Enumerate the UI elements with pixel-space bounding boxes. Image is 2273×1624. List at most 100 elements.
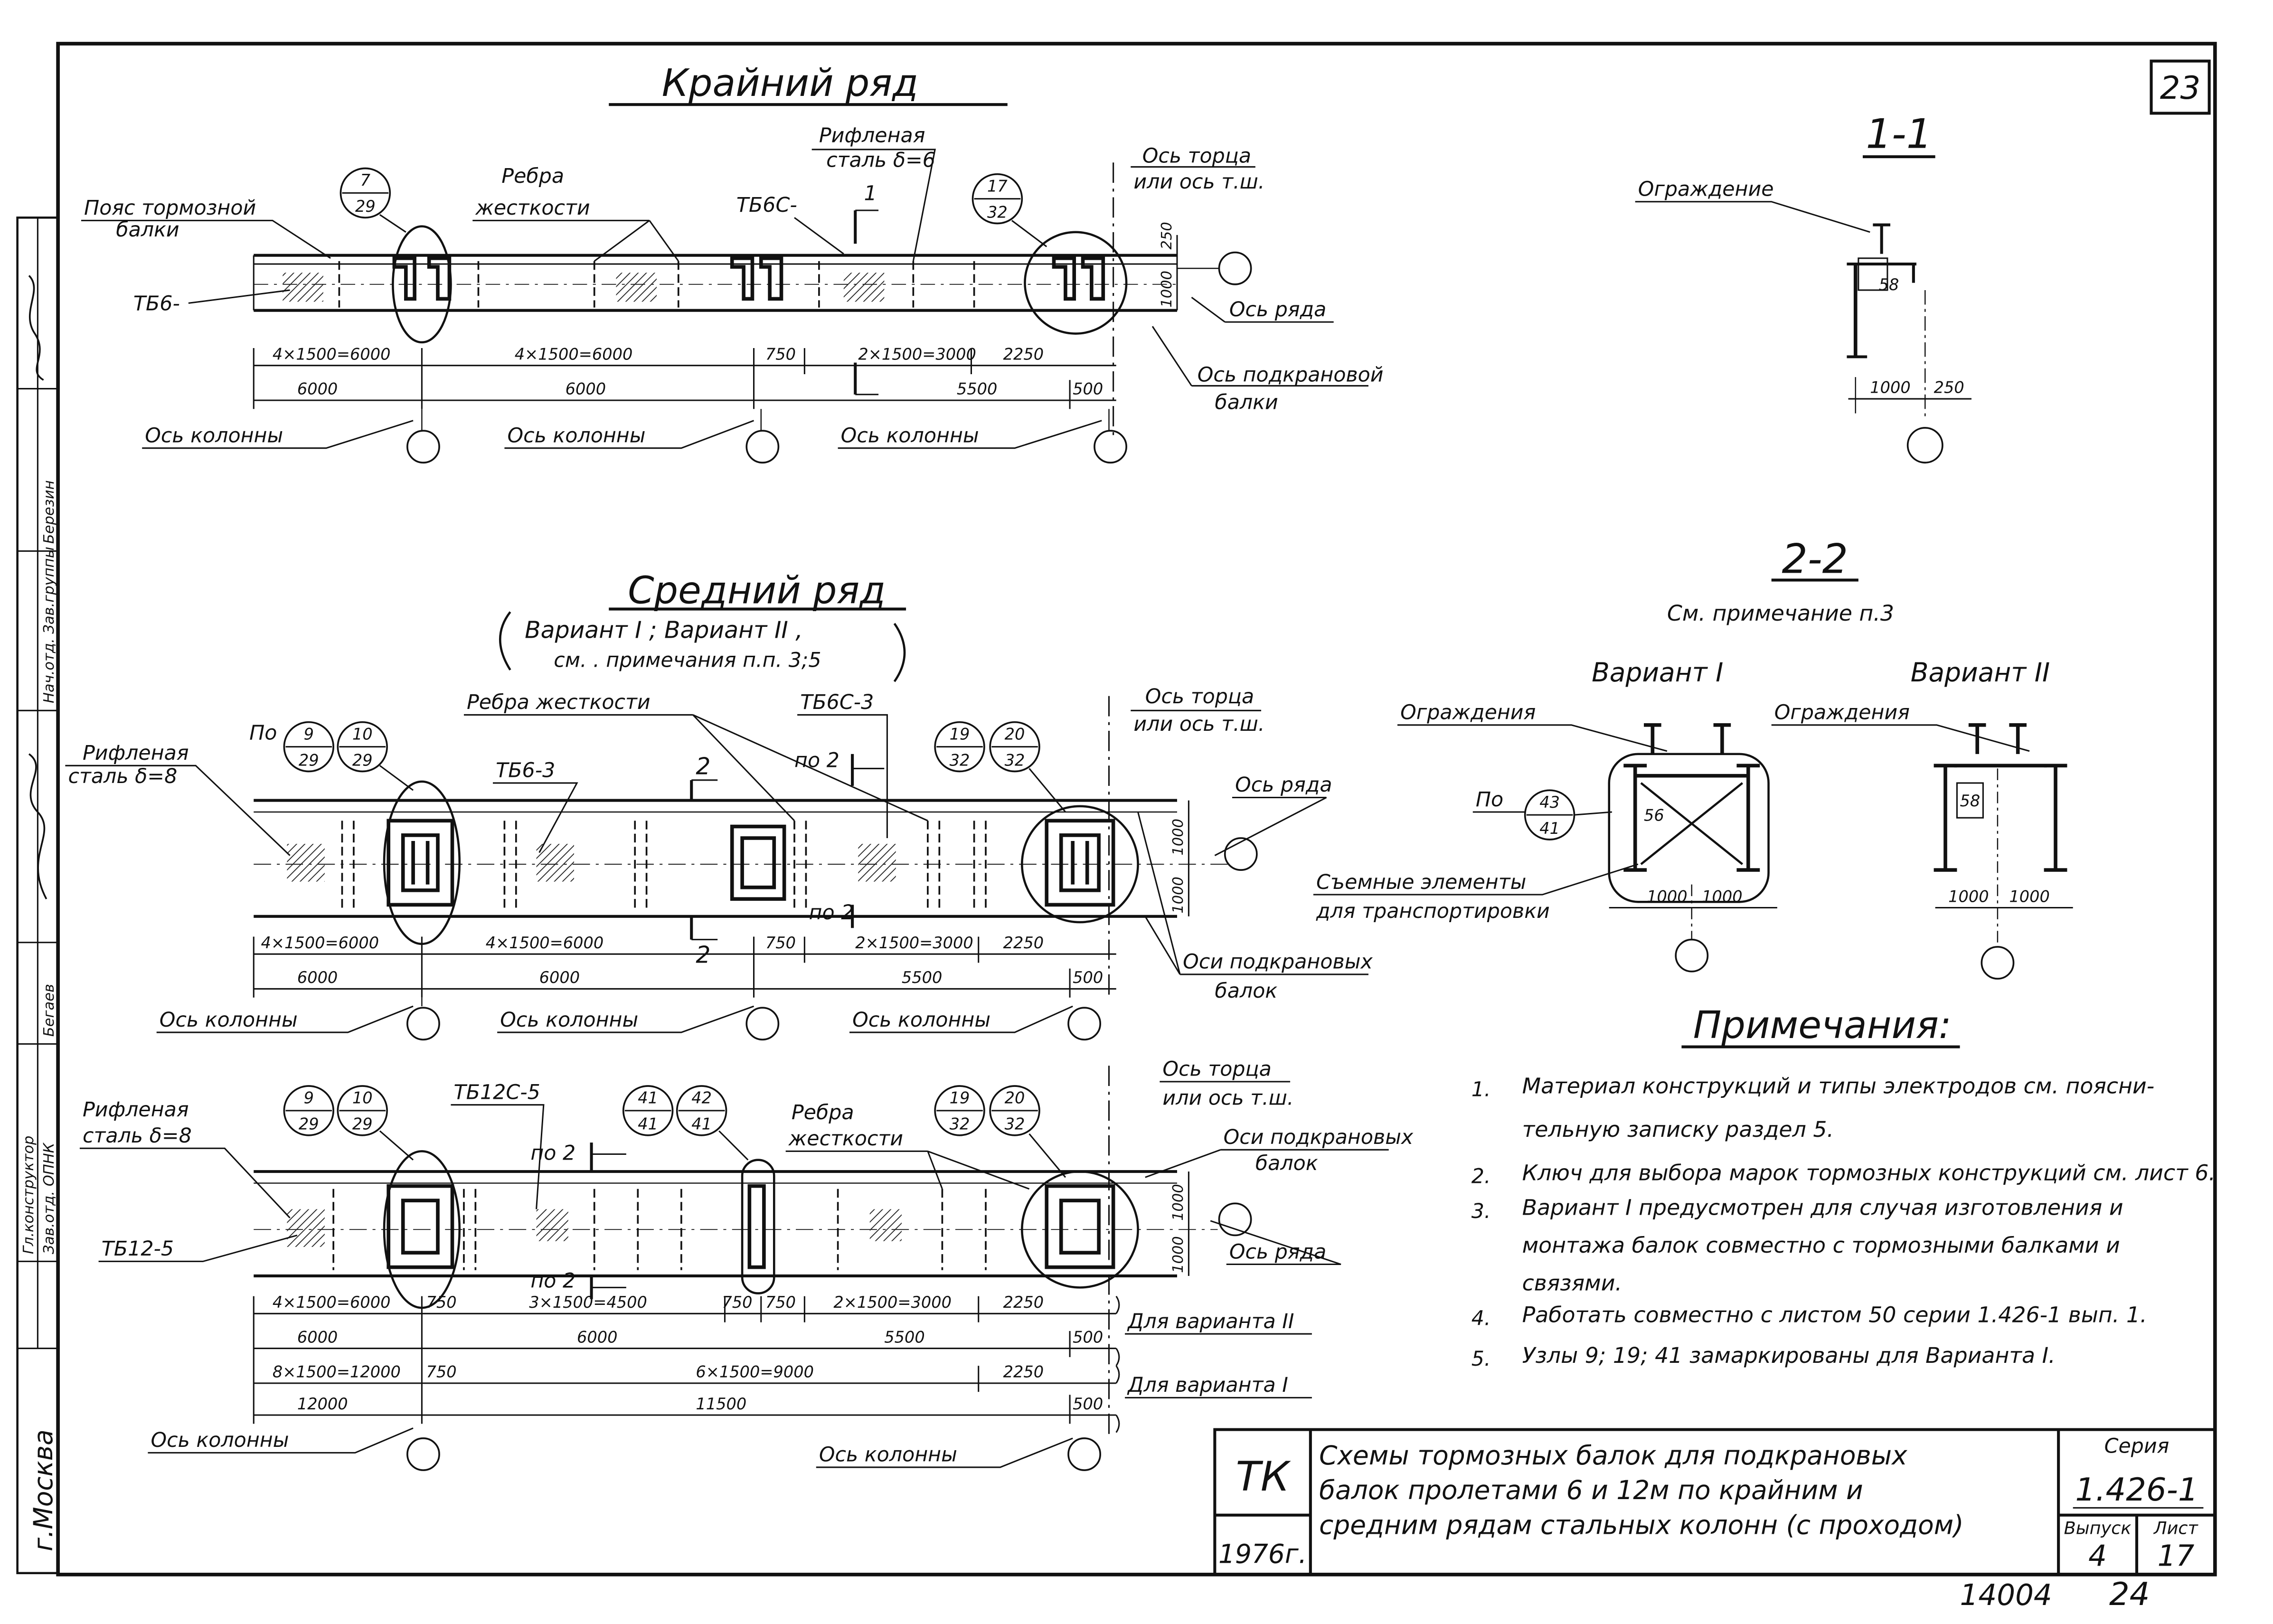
svg-text:32: 32 bbox=[1005, 1115, 1025, 1133]
note-2-line-1: Ключ для выбора марок тормозных конструк… bbox=[1522, 1160, 2216, 1185]
svg-text:2250: 2250 bbox=[1003, 345, 1044, 363]
svg-text:12000: 12000 bbox=[297, 1395, 348, 1413]
svg-text:сталь δ=8: сталь δ=8 bbox=[83, 1124, 192, 1148]
krainy-tb6-label: ТБ6- bbox=[133, 292, 180, 316]
svg-text:32: 32 bbox=[950, 1115, 970, 1133]
svg-text:2×1500=3000: 2×1500=3000 bbox=[855, 934, 973, 952]
svg-text:1000: 1000 bbox=[1647, 887, 1687, 906]
krainy-os-ryada: Ось ряда bbox=[1229, 298, 1326, 321]
note-3-line-1: Вариант I предусмотрен для случая изгото… bbox=[1522, 1195, 2123, 1220]
stamp-nach-otd: Нач.отд. Зав.группы bbox=[41, 547, 57, 703]
tb-seria: 1.426-1 bbox=[2075, 1471, 2198, 1508]
krainy-os-torca2: или ось т.ш. bbox=[1133, 170, 1264, 194]
note-5-line-1: Узлы 9; 19; 41 замаркированы для Вариант… bbox=[1522, 1342, 2056, 1368]
svg-text:20: 20 bbox=[1005, 1089, 1025, 1107]
svg-text:жесткости: жесткости bbox=[788, 1127, 903, 1151]
svg-text:2250: 2250 bbox=[1003, 1363, 1044, 1381]
svg-text:6000: 6000 bbox=[539, 968, 580, 987]
svg-text:Ось колонны: Ось колонны bbox=[160, 1008, 298, 1032]
notes-block: Примечания: 1. Материал конструкций и ти… bbox=[1471, 1003, 2216, 1371]
svg-text:5500: 5500 bbox=[902, 968, 942, 987]
svg-text:10: 10 bbox=[352, 1089, 373, 1107]
node-callout-20-32-b: 20 32 bbox=[989, 1085, 1066, 1178]
svg-text:2250: 2250 bbox=[1003, 1293, 1044, 1312]
sheet-number-box bbox=[2150, 59, 2211, 115]
node-callout-9-29: 9 29 bbox=[283, 721, 335, 773]
svg-text:или ось т.ш.: или ось т.ш. bbox=[1133, 712, 1264, 736]
svg-text:Ось колонны: Ось колонны bbox=[151, 1428, 289, 1452]
svg-text:2: 2 bbox=[696, 942, 710, 969]
svg-text:ТБ12-5: ТБ12-5 bbox=[102, 1237, 174, 1261]
note-1-line-2: тельную записку раздел 5. bbox=[1522, 1116, 1834, 1142]
svg-text:Оси подкрановых: Оси подкрановых bbox=[1183, 950, 1373, 974]
section22-title: 2-2 bbox=[1782, 536, 1848, 583]
svg-text:4×1500=6000: 4×1500=6000 bbox=[486, 934, 604, 952]
stamp-zav-otd: Зав.отд. ОПНК bbox=[41, 1142, 57, 1254]
krainy-rebra-label2: жесткости bbox=[475, 196, 590, 220]
sredny-title: Средний ряд bbox=[628, 568, 886, 612]
svg-text:500: 500 bbox=[1073, 968, 1103, 987]
svg-text:3×1500=4500: 3×1500=4500 bbox=[529, 1293, 647, 1312]
svg-text:ТБ6-3: ТБ6-3 bbox=[496, 759, 555, 783]
stamp-berezin: Березин bbox=[41, 480, 57, 544]
svg-text:2×1500=3000: 2×1500=3000 bbox=[858, 345, 976, 363]
svg-text:по 2: по 2 bbox=[794, 748, 839, 772]
svg-text:750: 750 bbox=[765, 934, 796, 952]
svg-text:2: 2 bbox=[696, 753, 710, 780]
svg-text:6000: 6000 bbox=[297, 1328, 338, 1346]
svg-text:32: 32 bbox=[1005, 751, 1025, 769]
svg-text:1000: 1000 bbox=[1702, 887, 1742, 906]
svg-text:Вариант I: Вариант I bbox=[1592, 657, 1723, 688]
svg-text:9: 9 bbox=[304, 1089, 314, 1107]
side-stamp: Зав.отд. ОПНК Гл.конструктор Бегаев Нач.… bbox=[16, 217, 59, 1575]
krainy-poyas-label2: балки bbox=[116, 218, 179, 242]
svg-text:См. примечание п.3: См. примечание п.3 bbox=[1667, 600, 1894, 626]
svg-text:Рифленая: Рифленая bbox=[83, 1098, 189, 1122]
svg-text:Ребра: Ребра bbox=[792, 1101, 854, 1124]
tb-year: 1976г. bbox=[1218, 1539, 1307, 1569]
note-3-line-3: связями. bbox=[1522, 1270, 1622, 1295]
krainy-tb6c-label: ТБ6С- bbox=[736, 193, 797, 217]
note-4-num: 4. bbox=[1471, 1307, 1491, 1331]
svg-text:Ось колонны: Ось колонны bbox=[145, 424, 283, 448]
svg-text:Рифленая: Рифленая bbox=[83, 741, 189, 765]
krainy-rifl-label: Рифленая bbox=[819, 124, 925, 148]
svg-text:Съемные элементы: Съемные элементы bbox=[1316, 870, 1526, 894]
svg-text:20: 20 bbox=[1005, 725, 1025, 743]
svg-text:750: 750 bbox=[722, 1293, 752, 1312]
krainy-ryad-scheme: Крайний ряд 7 29 bbox=[81, 61, 1384, 464]
svg-text:58: 58 bbox=[1960, 792, 1981, 810]
svg-text:6000: 6000 bbox=[566, 380, 606, 398]
svg-text:1000: 1000 bbox=[1170, 877, 1187, 914]
svg-text:4×1500=6000: 4×1500=6000 bbox=[273, 1293, 391, 1312]
title-block: ТК 1976г. Схемы тормозных балок для подк… bbox=[1213, 1428, 2216, 1576]
svg-text:6000: 6000 bbox=[577, 1328, 617, 1346]
svg-text:1000: 1000 bbox=[1170, 1184, 1187, 1221]
svg-text:250: 250 bbox=[1934, 378, 1964, 397]
svg-text:42: 42 bbox=[691, 1089, 712, 1107]
svg-text:19: 19 bbox=[950, 1089, 970, 1107]
node-callout-9-29-b: 9 29 bbox=[283, 1085, 335, 1136]
svg-text:Для варианта II: Для варианта II bbox=[1127, 1310, 1294, 1333]
svg-text:8×1500=12000: 8×1500=12000 bbox=[273, 1363, 401, 1381]
svg-text:250: 250 bbox=[1159, 222, 1175, 249]
svg-text:По: По bbox=[249, 721, 277, 745]
svg-text:2250: 2250 bbox=[1003, 934, 1044, 952]
svg-text:10: 10 bbox=[352, 725, 373, 743]
svg-text:2×1500=3000: 2×1500=3000 bbox=[833, 1293, 952, 1312]
tb-list: 17 bbox=[2158, 1539, 2195, 1573]
svg-text:5500: 5500 bbox=[957, 380, 997, 398]
svg-text:32: 32 bbox=[987, 203, 1008, 221]
svg-text:По: По bbox=[1476, 788, 1503, 812]
note-2-num: 2. bbox=[1471, 1165, 1491, 1189]
note-1-num: 1. bbox=[1471, 1077, 1491, 1101]
tb-vypusk: 4 bbox=[2088, 1539, 2107, 1573]
stamp-gl-konstr: Гл.конструктор bbox=[20, 1136, 37, 1255]
node-callout-42-41: 42 41 bbox=[676, 1085, 749, 1161]
svg-text:Ограждения: Ограждения bbox=[1400, 701, 1536, 725]
svg-text:1000: 1000 bbox=[1948, 887, 1989, 906]
svg-text:1000: 1000 bbox=[1159, 271, 1175, 308]
sheet-number: 23 bbox=[2160, 69, 2200, 106]
svg-text:ТБ6С-3: ТБ6С-3 bbox=[800, 690, 874, 714]
